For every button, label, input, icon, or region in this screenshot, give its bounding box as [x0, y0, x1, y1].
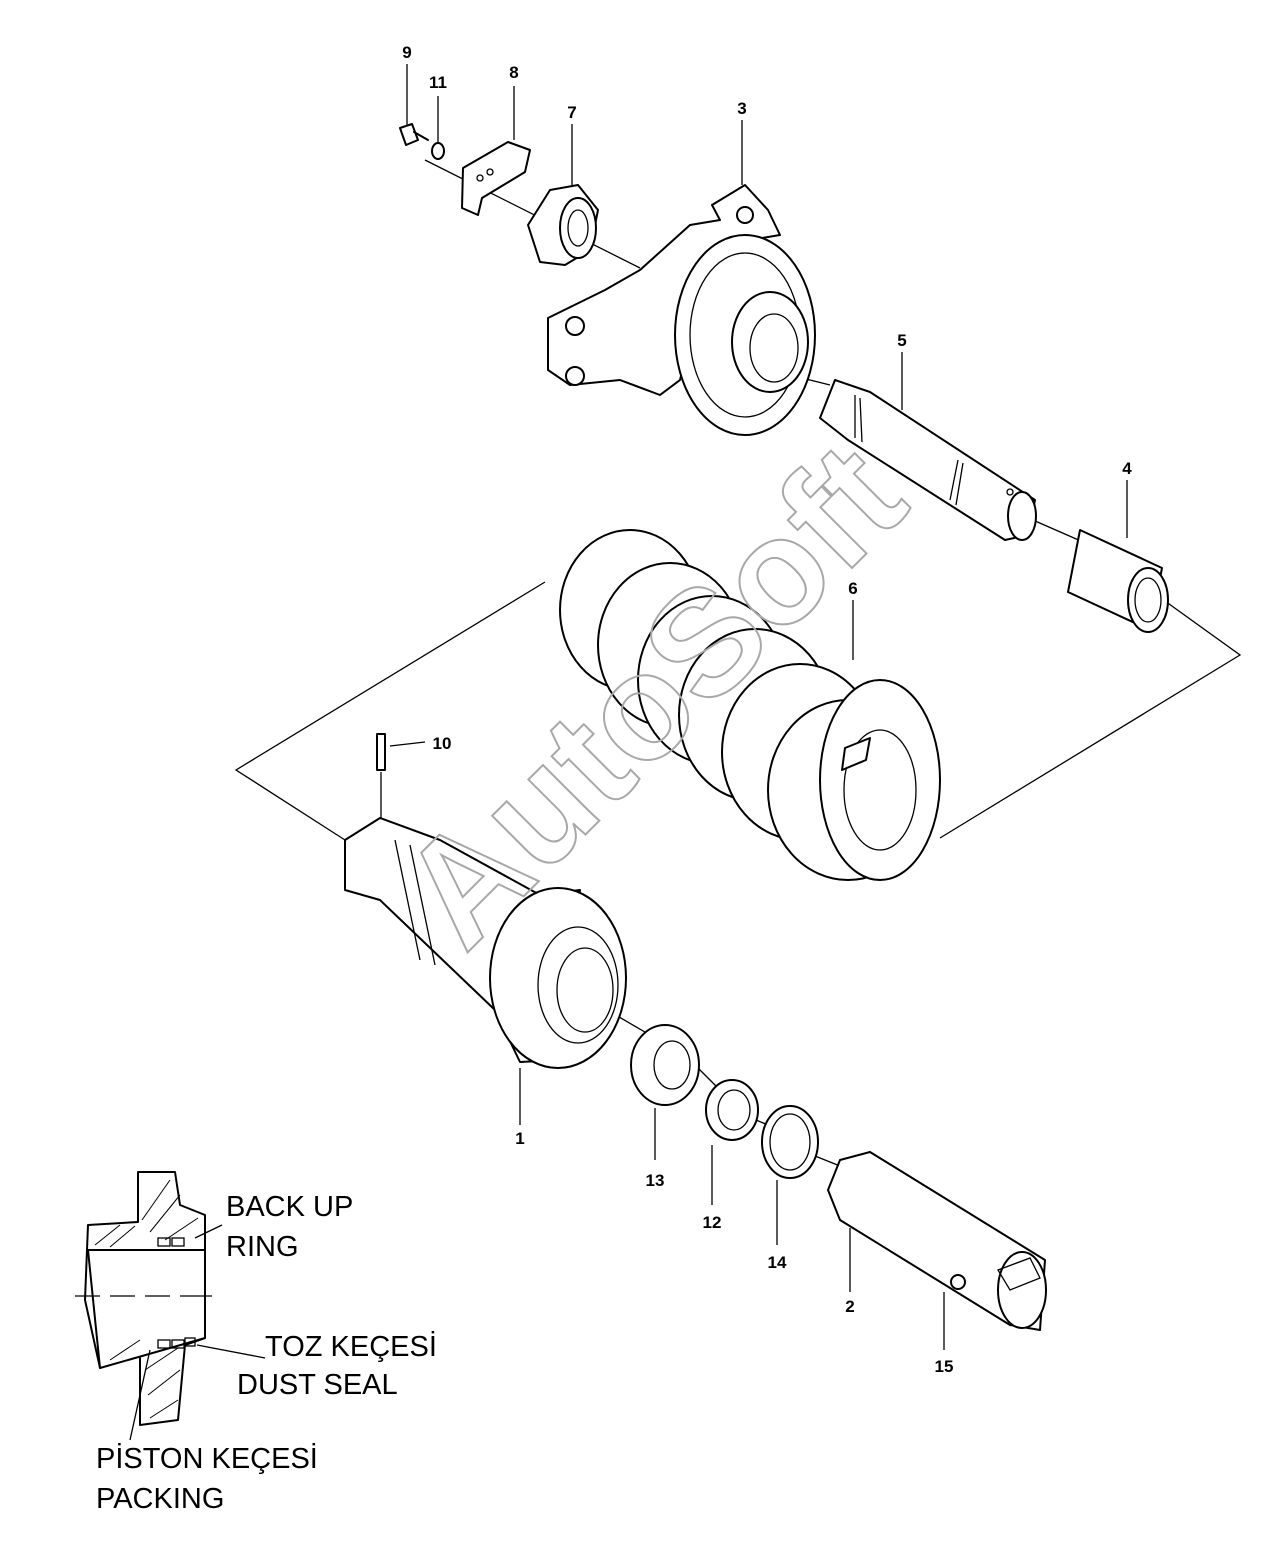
section-notes: BACK UP RING TOZ KEÇESİ DUST SEAL PİSTON…: [96, 1191, 437, 1515]
part-label-5: 5: [897, 331, 906, 350]
shaft: [819, 379, 1037, 541]
section-view: [75, 1171, 266, 1441]
split-ring: [705, 1079, 759, 1141]
bushing: [1067, 529, 1169, 633]
leader-lines: [389, 64, 1128, 1350]
bolt: [399, 123, 429, 146]
part-label-1: 1: [515, 1129, 524, 1148]
part-labels: 9 11 8 7 3 5 4 6 10 1 13 12 14 2 15: [402, 43, 1132, 1376]
dust-seal-label-en: DUST SEAL: [237, 1369, 398, 1401]
backup-ring-label-line1: BACK UP: [226, 1191, 353, 1223]
washer: [431, 142, 445, 160]
part-label-14: 14: [768, 1253, 787, 1272]
part-label-2: 2: [845, 1297, 854, 1316]
cylinder: [344, 817, 627, 1069]
part-label-15: 15: [935, 1357, 954, 1376]
part-label-6: 6: [848, 579, 857, 598]
dust-seal-label-tr: TOZ KEÇESİ: [265, 1330, 437, 1363]
seal-ring: [630, 1024, 700, 1106]
packing-label-en: PACKING: [96, 1483, 224, 1515]
bracket: [461, 141, 531, 216]
housing: [547, 184, 816, 436]
section-hatching: [94, 1179, 199, 1419]
nut: [527, 184, 599, 266]
part-label-13: 13: [646, 1171, 665, 1190]
part-label-11: 11: [429, 73, 447, 92]
part-label-10: 10: [433, 734, 452, 753]
part-label-4: 4: [1122, 459, 1132, 478]
part-label-7: 7: [567, 103, 576, 122]
spring: [559, 529, 941, 881]
part-label-12: 12: [703, 1213, 722, 1232]
pin: [376, 733, 386, 823]
part-label-8: 8: [509, 63, 518, 82]
part-label-9: 9: [402, 43, 411, 62]
backup-ring-label-line2: RING: [226, 1231, 299, 1263]
o-ring: [761, 1105, 819, 1179]
part-label-3: 3: [737, 99, 746, 118]
pin-shaft: [827, 1151, 1047, 1331]
packing-label-tr: PİSTON KEÇESİ: [96, 1442, 318, 1475]
